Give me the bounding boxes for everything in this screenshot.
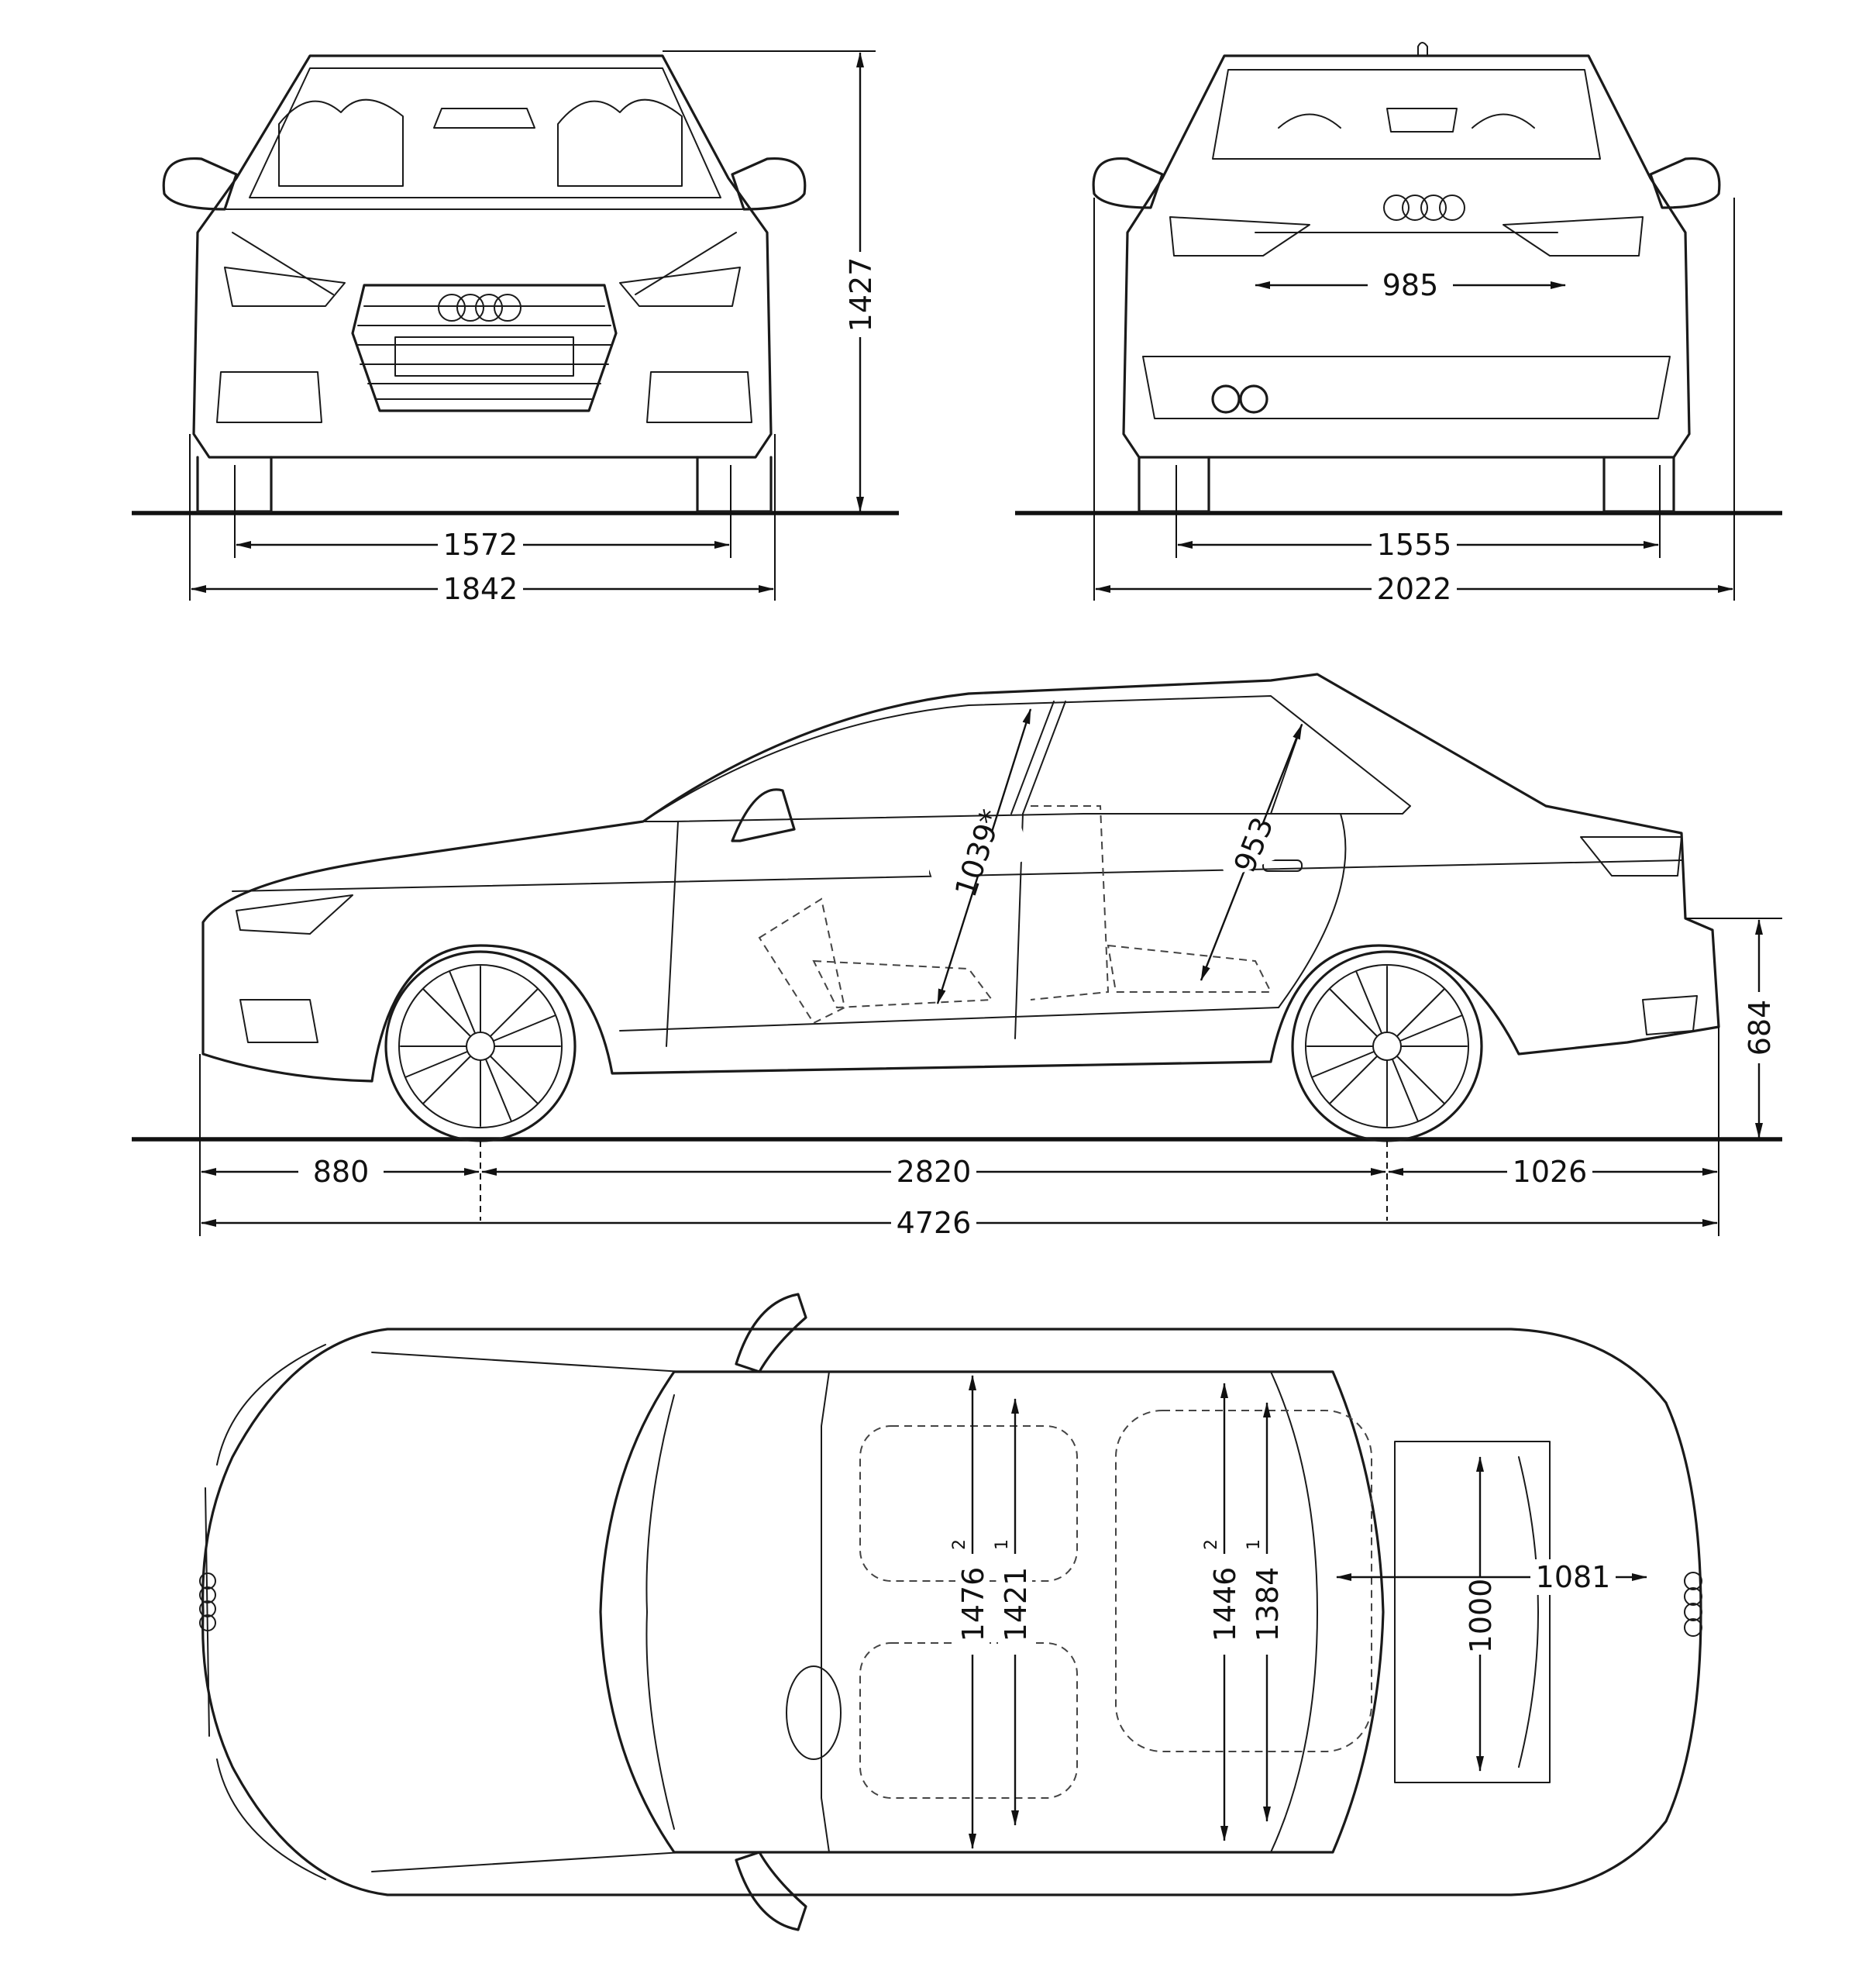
rear-rings-logo-icon bbox=[1383, 195, 1465, 221]
steering-wheel bbox=[786, 1665, 842, 1760]
rear-view: 985 1555 2022 bbox=[1015, 42, 1782, 607]
top-left-mirror bbox=[735, 1293, 807, 1373]
rear-window bbox=[1212, 69, 1601, 160]
left-tail-light bbox=[1169, 216, 1310, 257]
right-headlight bbox=[619, 267, 741, 307]
trunk-opening bbox=[1394, 1441, 1551, 1783]
right-mirror bbox=[731, 157, 807, 211]
overall-length-label: 4726 bbox=[897, 1206, 972, 1240]
right-tail-light bbox=[1503, 216, 1644, 257]
trunk-width-label: 1000 bbox=[1464, 1579, 1498, 1654]
trunk-length-label: 1081 bbox=[1536, 1560, 1611, 1594]
left-exhaust-tip bbox=[1211, 384, 1241, 414]
rear-width-mirrors-label: 2022 bbox=[1377, 572, 1452, 606]
rear-overhang-label: 1026 bbox=[1513, 1155, 1588, 1189]
front-elbow-width-label: 1421 bbox=[999, 1567, 1033, 1642]
front-overhang-label: 880 bbox=[313, 1155, 370, 1189]
singleframe-grille bbox=[351, 284, 618, 412]
top-view: 1476 2 1421 1 1446 2 1384 1 1000 1081 bbox=[199, 1293, 1702, 1931]
left-headlight bbox=[224, 267, 346, 307]
side-view: 1039* 953 684 880 2820 1026 4726 bbox=[132, 673, 1782, 1241]
top-front-rings-logo-icon bbox=[199, 1572, 216, 1631]
front-track-label: 1572 bbox=[443, 528, 518, 562]
front-elbow-width-superscript: 1 bbox=[993, 1539, 1012, 1550]
front-shoulder-width-label: 1476 bbox=[956, 1567, 990, 1642]
rear-shoulder-width-superscript: 2 bbox=[1202, 1539, 1221, 1550]
front-width-label: 1842 bbox=[443, 572, 518, 606]
rear-emblem-width-label: 985 bbox=[1382, 268, 1439, 302]
top-rear-rings-logo-icon bbox=[1684, 1572, 1702, 1637]
front-view: 1427 1572 1842 bbox=[132, 50, 899, 607]
loading-sill-height-label: 684 bbox=[1743, 1000, 1777, 1056]
front-shoulder-width-superscript: 2 bbox=[950, 1539, 969, 1550]
top-greenhouse bbox=[599, 1370, 1385, 1854]
left-mirror bbox=[162, 157, 238, 211]
rear-wheel bbox=[1291, 950, 1483, 1142]
top-right-mirror bbox=[735, 1851, 807, 1931]
top-body-outline bbox=[201, 1328, 1702, 1896]
wheelbase-label: 2820 bbox=[897, 1155, 972, 1189]
front-wheel bbox=[384, 950, 577, 1142]
rear-elbow-width-label: 1384 bbox=[1251, 1567, 1285, 1642]
side-mirror bbox=[731, 788, 796, 842]
front-license-plate bbox=[394, 336, 574, 377]
front-rings-logo-icon bbox=[438, 294, 521, 322]
rear-shoulder-width-label: 1446 bbox=[1208, 1567, 1242, 1642]
rear-track-label: 1555 bbox=[1377, 528, 1452, 562]
side-body-outline bbox=[201, 673, 1720, 1083]
shark-antenna bbox=[1417, 42, 1428, 57]
rear-elbow-width-superscript: 1 bbox=[1244, 1539, 1264, 1550]
side-windows bbox=[642, 695, 1411, 822]
front-height-label: 1427 bbox=[844, 257, 878, 332]
right-exhaust-tip bbox=[1239, 384, 1268, 414]
